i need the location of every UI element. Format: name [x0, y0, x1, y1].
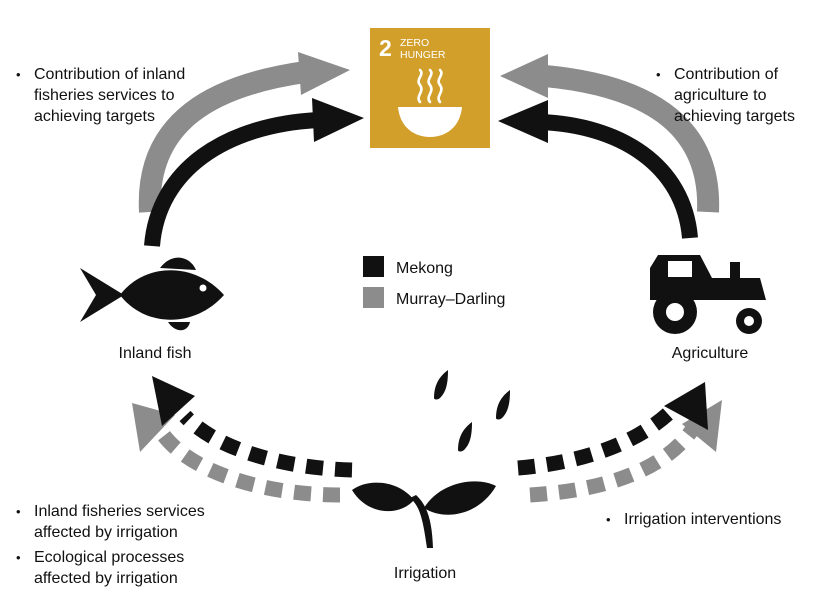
annotation-irrigation-to-fish-item-1: Inland fisheries services affected by ir… [16, 501, 241, 543]
sdg-number: 2 [379, 35, 392, 61]
annotation-irrigation-to-agri-item: Irrigation interventions [606, 509, 816, 530]
fish-icon [80, 257, 224, 331]
mk-arrowhead-fish-to-goal [312, 98, 364, 142]
annotation-irrigation-to-fish-item-2: Ecological processes affected by irrigat… [16, 547, 241, 589]
legend-label-murray-darling: Murray–Darling [396, 291, 506, 308]
annotation-agri-to-goal: Contribution of agriculture to achieving… [656, 64, 821, 127]
mk-arc-fish-to-goal [144, 112, 319, 247]
node-label-inland-fish: Inland fish [118, 345, 192, 362]
annotation-fish-to-goal: Contribution of inland fisheries service… [16, 64, 236, 127]
seedling-icon [352, 481, 496, 548]
water-drops-icon [434, 370, 510, 452]
mk-arrowhead-agri-to-goal [498, 100, 548, 143]
annotation-agri-to-goal-item: Contribution of agriculture to achieving… [656, 64, 821, 127]
md-dashed-irrigation-to-agri [529, 425, 699, 503]
annotation-fish-to-goal-item: Contribution of inland fisheries service… [16, 64, 236, 127]
mk-dashed-irrigation-to-fish [179, 410, 353, 478]
sdg-name-line2: HUNGER [400, 49, 446, 61]
bowl-icon [417, 68, 443, 104]
md-dashed-irrigation-to-fish [153, 425, 341, 503]
legend-swatch-murray-darling [363, 287, 384, 308]
legend-label-mekong: Mekong [396, 260, 453, 277]
tractor-icon [650, 255, 766, 334]
md-arrowhead-fish-to-goal [298, 52, 350, 95]
node-label-agriculture: Agriculture [671, 345, 749, 362]
mk-dashed-irrigation-to-agri [517, 406, 676, 476]
legend-swatch-mekong [363, 256, 384, 277]
md-arrowhead-agri-to-goal [500, 54, 548, 98]
annotation-irrigation-to-fish: Inland fisheries services affected by ir… [16, 501, 241, 589]
sdg-name-line1: ZERO [400, 37, 430, 49]
bowl-shape [398, 107, 462, 137]
mk-arrowhead-irrigation-to-agri [664, 382, 708, 430]
node-label-irrigation: Irrigation [393, 565, 457, 582]
sdg-name: ZERO HUNGER [400, 37, 470, 61]
mk-arrowhead-irrigation-to-fish [152, 376, 195, 426]
annotation-irrigation-to-agri: Irrigation interventions [606, 509, 816, 530]
mk-arc-agri-to-goal [539, 114, 698, 239]
